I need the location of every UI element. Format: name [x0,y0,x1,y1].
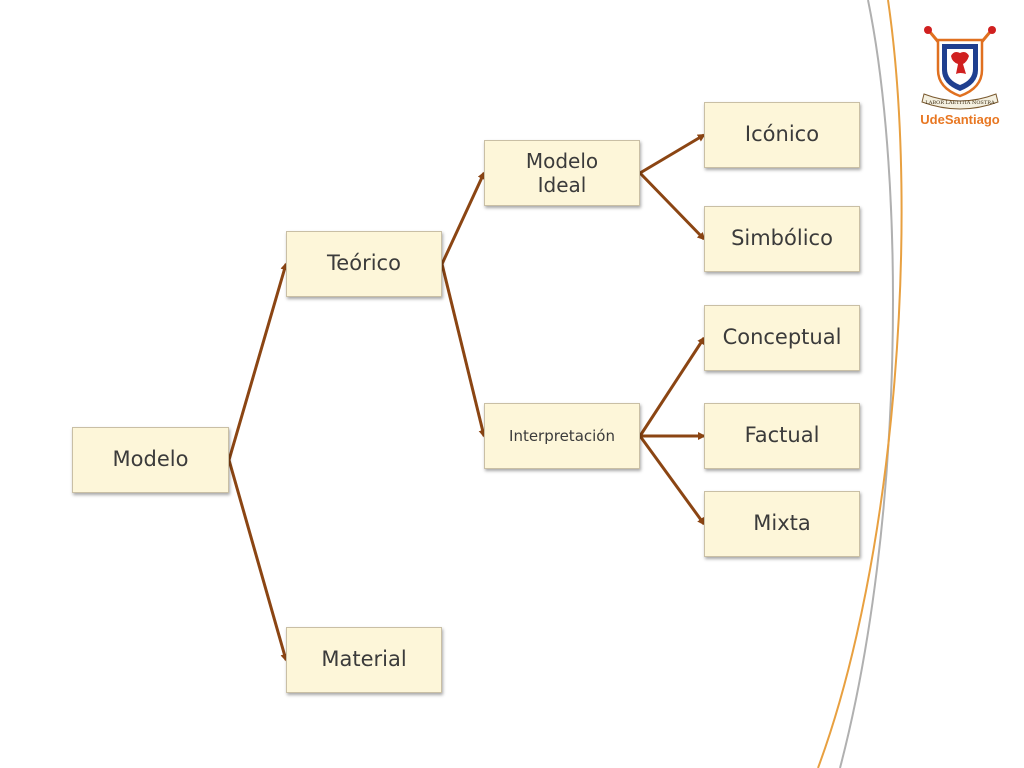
node-mixta-label: Mixta [753,511,811,536]
motto-ribbon [921,93,999,110]
connector-modelo-ideal-simbolico [638,171,706,241]
connector-teorico-modelo-ideal [440,171,486,265]
node-conceptual-label: Conceptual [722,325,842,350]
node-mixta: Mixta [704,491,860,557]
connector-modelo-material [227,459,289,662]
connector-interpretacion-mixta [638,435,706,526]
node-modelo: Modelo [72,427,229,493]
node-conceptual: Conceptual [704,305,860,371]
node-interpretacion-label: Interpretación [509,427,615,445]
university-name-part2: Santiago [944,112,1000,127]
university-name-part1: Ude [920,112,945,127]
node-iconico-label: Icónico [744,122,820,147]
connector-modelo-teorico [227,262,289,461]
node-teorico: Teórico [286,231,442,297]
connector-teorico-interpretacion [440,263,487,438]
node-simbolico: Simbólico [704,206,860,272]
university-name: UdeSantiago [916,112,1004,127]
lion-icon [951,52,969,74]
node-material: Material [286,627,442,693]
node-modelo-ideal: Modelo Ideal [484,140,640,206]
connector-modelo-ideal-iconico [639,133,706,175]
university-crest-logo: LABOR LAETITIA NOSTRA [921,26,999,110]
node-modelo-ideal-label-line2: Ideal [537,173,587,197]
connector-interpretacion-conceptual [638,336,706,437]
node-interpretacion: Interpretación [484,403,640,469]
node-factual: Factual [704,403,860,469]
node-factual-label: Factual [744,423,820,448]
node-iconico: Icónico [704,102,860,168]
node-modelo-label: Modelo [112,447,189,472]
node-material-label: Material [321,647,407,672]
node-modelo-ideal-label-line1: Modelo [525,149,599,173]
motto-text: LABOR LAETITIA NOSTRA [925,100,995,106]
node-teorico-label: Teórico [327,251,401,276]
node-simbolico-label: Simbólico [731,226,833,251]
